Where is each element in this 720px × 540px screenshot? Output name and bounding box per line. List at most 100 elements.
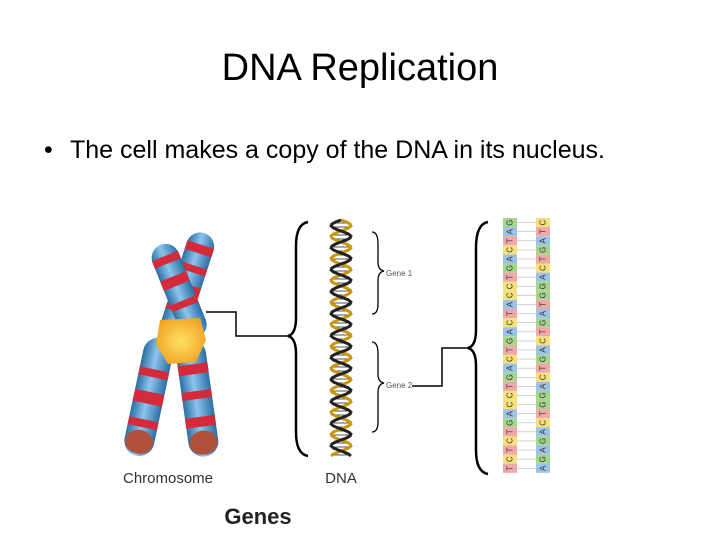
base-cell xyxy=(503,427,517,437)
base-letter: T xyxy=(506,384,515,389)
base-cell xyxy=(503,381,517,391)
base-cell xyxy=(503,245,517,255)
dna-label: DNA xyxy=(325,470,357,487)
base-cell xyxy=(536,336,550,346)
helix-backbone xyxy=(329,218,353,458)
sequence-brace xyxy=(467,220,489,476)
base-cell xyxy=(536,290,550,300)
base-letter: A xyxy=(506,328,515,334)
base-letter: A xyxy=(539,347,548,353)
base-cell xyxy=(536,463,550,473)
base-letter: C xyxy=(506,247,515,253)
base-cell xyxy=(536,236,550,246)
chromosome-illustration xyxy=(124,232,219,457)
base-cell xyxy=(503,454,517,464)
base-cell xyxy=(503,227,517,237)
base-cell xyxy=(536,445,550,455)
base-cell xyxy=(503,263,517,273)
dna-helix xyxy=(329,218,353,458)
base-cell xyxy=(536,381,550,391)
base-letter: G xyxy=(506,219,515,225)
gene2-label: Gene 2 xyxy=(386,381,413,390)
genes-label: Genes xyxy=(224,504,291,529)
base-cell xyxy=(536,354,550,364)
base-letter: G xyxy=(506,338,515,344)
base-letter: T xyxy=(539,229,548,234)
gene2-brace xyxy=(371,341,385,433)
base-cell xyxy=(536,345,550,355)
base-letter: C xyxy=(506,320,515,326)
base-letter: T xyxy=(539,302,548,307)
base-cell xyxy=(536,427,550,437)
base-cell xyxy=(536,263,550,273)
base-cell xyxy=(503,236,517,246)
base-letter: T xyxy=(539,329,548,334)
base-cell xyxy=(503,436,517,446)
base-sequence: GATCAGTCCATCAGTCAGTCCAGTCTCTCTAGTCAGGTAG… xyxy=(503,218,550,473)
chromosome-label: Chromosome xyxy=(123,470,213,487)
base-letter: A xyxy=(539,310,548,316)
base-letter: C xyxy=(506,392,515,398)
base-letter: G xyxy=(539,283,548,289)
base-letter: G xyxy=(539,401,548,407)
base-cell xyxy=(536,400,550,410)
base-letter: G xyxy=(539,392,548,398)
base-letter: A xyxy=(506,365,515,371)
base-letter: T xyxy=(506,466,515,471)
base-cell xyxy=(536,272,550,282)
base-cell xyxy=(536,299,550,309)
base-letter: T xyxy=(539,366,548,371)
helix-backbone xyxy=(329,218,353,458)
base-cell xyxy=(503,354,517,364)
base-cell xyxy=(536,418,550,428)
base-letter: A xyxy=(506,228,515,234)
base-cell xyxy=(503,318,517,328)
slide-title: DNA Replication xyxy=(221,47,499,89)
base-cell xyxy=(503,463,517,473)
base-cell xyxy=(503,372,517,382)
base-letter: G xyxy=(539,320,548,326)
base-cell xyxy=(503,445,517,455)
base-letter: C xyxy=(539,338,548,344)
base-letter: C xyxy=(506,456,515,462)
base-letter: C xyxy=(506,401,515,407)
base-letter: G xyxy=(506,265,515,271)
base-cell xyxy=(503,345,517,355)
base-cell xyxy=(503,299,517,309)
base-letter: T xyxy=(506,238,515,243)
base-letter: C xyxy=(539,219,548,225)
base-cell xyxy=(503,281,517,291)
dna-brace xyxy=(287,220,309,458)
base-letter: T xyxy=(506,275,515,280)
base-cell xyxy=(503,272,517,282)
base-cell xyxy=(503,336,517,346)
base-letter: C xyxy=(539,420,548,426)
base-cell xyxy=(503,418,517,428)
base-letter: T xyxy=(539,256,548,261)
base-cell xyxy=(536,372,550,382)
base-letter: C xyxy=(506,283,515,289)
base-letter: A xyxy=(539,274,548,280)
base-letter: A xyxy=(506,301,515,307)
bullet-dot: • xyxy=(44,136,53,164)
base-letter: C xyxy=(539,374,548,380)
base-letter: G xyxy=(506,420,515,426)
base-letter: G xyxy=(539,247,548,253)
base-cell xyxy=(536,309,550,319)
base-letter: T xyxy=(539,411,548,416)
base-cell xyxy=(536,454,550,464)
base-cell xyxy=(536,409,550,419)
base-letter: G xyxy=(539,456,548,462)
base-cell xyxy=(503,327,517,337)
base-cell xyxy=(536,227,550,237)
base-letter: G xyxy=(539,438,548,444)
base-cell xyxy=(536,254,550,264)
base-cell xyxy=(536,363,550,373)
base-letter: C xyxy=(506,292,515,298)
base-letter: G xyxy=(539,292,548,298)
base-letter: A xyxy=(539,465,548,471)
base-cell xyxy=(503,363,517,373)
base-cell xyxy=(503,254,517,264)
base-cell xyxy=(503,409,517,419)
